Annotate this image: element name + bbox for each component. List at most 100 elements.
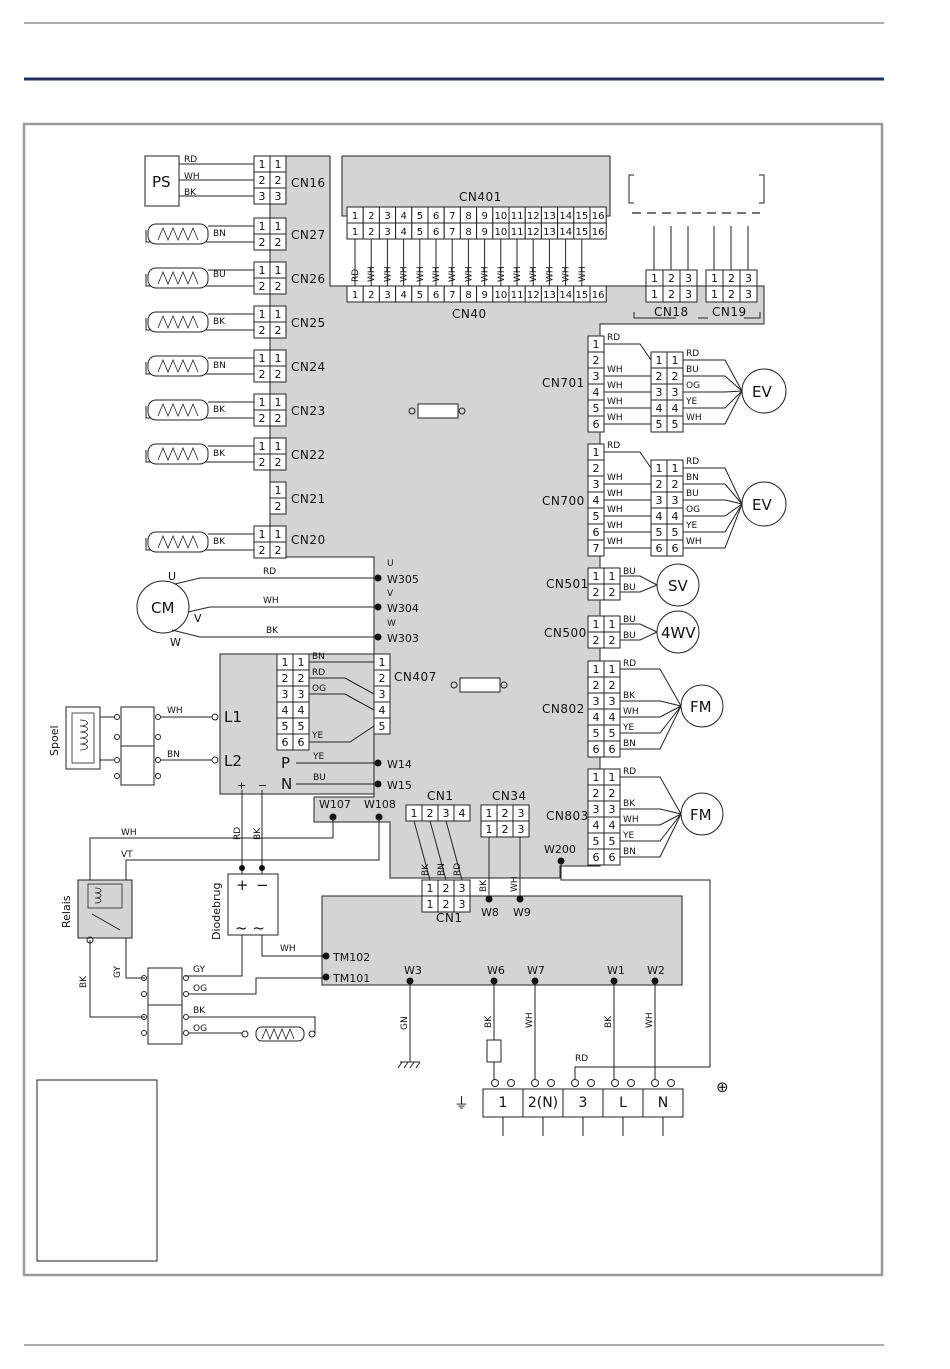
tm101-dot [322, 973, 330, 981]
cn701-plug-b-5: 5 [672, 418, 679, 431]
w108-label: W108 [364, 798, 396, 811]
cn700-motor-wire-5 [683, 503, 743, 549]
cn701-pin-1: 1 [593, 338, 600, 351]
cn27-sensor-coil [157, 226, 199, 242]
cn40-wire-color-12: WH [529, 266, 539, 282]
cn34-pin-3: 3 [518, 823, 525, 836]
cn401-plug-pin-6: 6 [433, 211, 439, 222]
w107-wire [89, 817, 334, 880]
cm-wire-v [187, 606, 378, 613]
cm-label: CM [151, 599, 174, 617]
cn20-sensor-coil [157, 534, 199, 550]
cn802-pin-5: 5 [593, 727, 600, 740]
cn803-motor-wire-3 [620, 813, 682, 842]
diodebrug-plus: + [236, 876, 249, 894]
cn802-plug-5: 5 [609, 727, 616, 740]
cn40-pin-8: 8 [465, 290, 471, 301]
cn1-lower-label: CN1 [436, 911, 463, 925]
w200-wire [560, 861, 711, 1083]
cn40-wire-color-7: WH [448, 266, 458, 282]
cn803-wire-color-2: WH [623, 815, 639, 825]
w3-wire-color: GN [400, 1016, 410, 1030]
cn401-plug-pin-1: 1 [352, 211, 358, 222]
cn700-plug-a-2: 2 [656, 478, 663, 491]
cn500-plug-2: 2 [609, 634, 616, 647]
cn407-wire-color-3: OG [312, 684, 326, 694]
cn501-wire-2 [620, 584, 658, 593]
cn40-pin-6: 6 [433, 290, 439, 301]
cn16-pin-3: 3 [275, 190, 282, 203]
cn700-pin-2: 2 [593, 462, 600, 475]
w304-dot [374, 603, 382, 611]
cn701-plug-a-3: 3 [656, 386, 663, 399]
relais-label: Relais [60, 895, 73, 928]
cn40-pin-12: 12 [527, 290, 540, 301]
cn19-plug-pin-2: 2 [728, 272, 735, 285]
cn19-plug-pin-1: 1 [711, 272, 718, 285]
cn24-sensor-coil [157, 358, 199, 374]
cn500-plug-1: 1 [609, 618, 616, 631]
cn700-in-3: WH [607, 521, 623, 531]
fm-label-1: FM [690, 698, 712, 716]
w200-wire-color: RD [575, 1054, 588, 1064]
lower-plug-wire-gy: GY [193, 965, 206, 975]
cn701-plug-a-5: 5 [656, 418, 663, 431]
cn802-motor-wire-0 [620, 668, 682, 707]
cn23-label: CN23 [291, 404, 326, 418]
cn701-in-3: WH [607, 413, 623, 423]
cn1-wire-bn: BN [437, 863, 447, 876]
cn22-pin-2: 2 [275, 456, 282, 469]
cn803-wire-color-1: BK [623, 799, 636, 809]
w2-wire-color: WH [645, 1012, 655, 1028]
cn407-pin-3: 3 [379, 688, 386, 701]
terminal-4: L [619, 1095, 627, 1111]
cn700-motor-wire-1 [683, 483, 743, 505]
legend-box [36, 1079, 158, 1262]
cn401-pin-7: 7 [449, 227, 455, 238]
relais-wire-gy-color: GY [113, 965, 123, 978]
cn802-motor-wire-1 [620, 700, 682, 707]
cn701-motor-wire-0 [683, 359, 743, 392]
terminal-2: 2(N) [528, 1095, 558, 1111]
cn407-plug-a-1: 1 [282, 656, 289, 669]
cn25-sensor-wires [145, 313, 254, 331]
cn1-lower-plug-2: 2 [443, 882, 450, 895]
fwv-label: 4WV [661, 624, 696, 642]
cn701-plug-a-1: 1 [656, 354, 663, 367]
cn407-pin-1: 1 [379, 656, 386, 669]
cn407-wire-color-4: YE [311, 731, 323, 741]
cn700-in-4: WH [607, 537, 623, 547]
cn701-motor-wire-1 [683, 375, 743, 392]
terminal-3-screw-b [587, 1079, 595, 1087]
cn501-wire-color-2: BU [623, 583, 636, 593]
diodebrug-box [227, 873, 279, 936]
cm-compressor [136, 580, 190, 634]
cn401-pin-4: 4 [401, 227, 407, 238]
cn803-pin-4: 4 [593, 819, 600, 832]
cn802-wire-color-1: BK [623, 691, 636, 701]
spoel-wire-2: BN [167, 750, 180, 760]
cm-wire-u-color: RD [263, 567, 276, 577]
cn20-plug-pin-2: 2 [259, 544, 266, 557]
cn401-pin-16-cell [589, 222, 607, 240]
cn27-plug-pin-1: 1 [259, 220, 266, 233]
cm-u: U [168, 570, 176, 583]
cn407-label: CN407 [394, 670, 437, 684]
cn34-label: CN34 [492, 789, 527, 803]
cn407-plug-a-4: 4 [282, 704, 289, 717]
cn40-pin-1: 1 [352, 290, 358, 301]
cn24-pin-2: 2 [275, 368, 282, 381]
cn40-wire-color-10: WH [497, 266, 507, 282]
cn500-label: CN500 [544, 626, 587, 640]
cn701-label: CN701 [542, 376, 585, 390]
cn407-wire-color-1: BN [312, 652, 325, 662]
terminal-5-cell [642, 1088, 684, 1118]
cn26-pin-2-cell [269, 277, 287, 295]
cn701-plug-b-2: 2 [672, 370, 679, 383]
cn407-plug-b-3: 3 [298, 688, 305, 701]
cn701-out-4: WH [686, 413, 702, 423]
cn700-wire-1 [604, 451, 652, 469]
cn27-pin-2: 2 [275, 236, 282, 249]
cn40-wire-color-9: WH [481, 266, 491, 282]
